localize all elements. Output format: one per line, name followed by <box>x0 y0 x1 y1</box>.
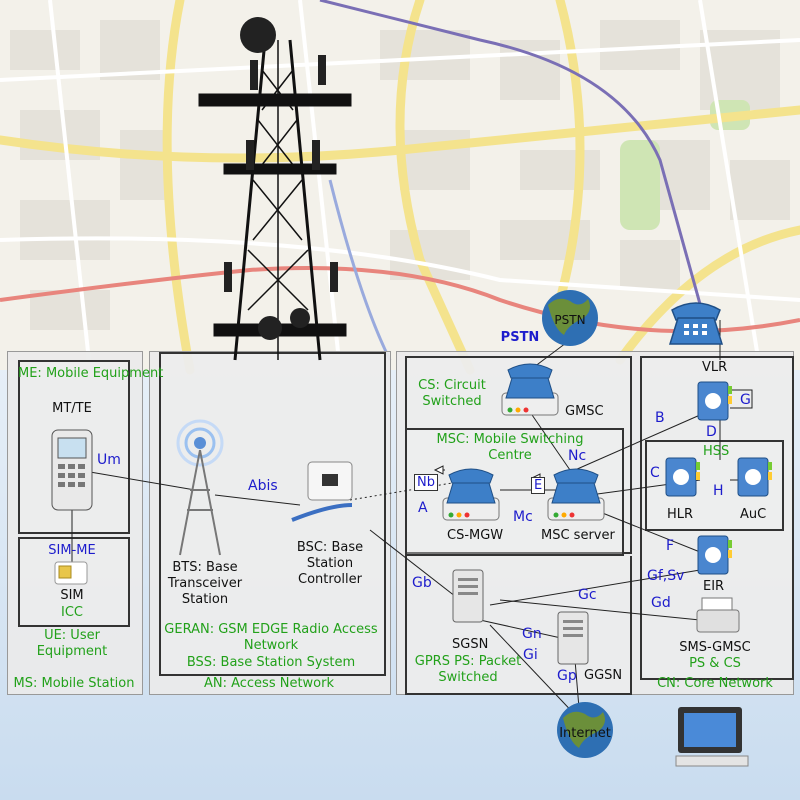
eir-label: EIR <box>703 579 725 594</box>
panel-mobile-station <box>7 351 143 695</box>
smsgmsc-printer-icon <box>696 597 740 633</box>
f-label: F <box>666 538 675 554</box>
link-a <box>349 479 471 501</box>
gc-label: Gc <box>578 587 597 603</box>
pstn-globe-icon <box>542 290 598 346</box>
link-g <box>730 389 753 409</box>
ggsn-label: GGSN <box>584 668 623 683</box>
pstn-label: PSTN <box>500 330 540 345</box>
nb-label: Nb <box>414 474 438 491</box>
d-label: D <box>706 424 717 440</box>
gb-label: Gb <box>412 575 432 591</box>
gmsc-label: GMSC <box>565 404 604 419</box>
internet-globe-icon <box>557 702 613 758</box>
me-title: ME: Mobile Equipment <box>18 366 164 381</box>
computer-icon <box>675 707 749 767</box>
mscserver-label: MSC server <box>541 528 615 543</box>
h-label: H <box>713 483 724 499</box>
gi-label: Gi <box>523 647 538 663</box>
bts-label: BTS: Base Transceiver Station <box>167 560 243 607</box>
gmsc-switch-icon <box>501 363 559 416</box>
gn-label: Gn <box>522 626 542 642</box>
box-bss <box>159 352 386 676</box>
sgsn-label: SGSN <box>452 637 489 652</box>
vlr-database-icon <box>697 381 732 421</box>
bts-icon <box>176 419 224 556</box>
mobile-phone-icon <box>51 429 93 511</box>
ggsn-server-icon <box>557 611 589 665</box>
a-label: A <box>418 500 428 516</box>
link-gf <box>489 569 701 606</box>
csmgw-label: CS-MGW <box>447 528 504 543</box>
eir-database-icon <box>697 535 732 575</box>
mscserver-switch-icon <box>547 468 605 521</box>
c-label: C <box>650 465 660 481</box>
ue-label: UE: User Equipment <box>36 628 108 659</box>
nc-label: Nc <box>568 448 587 464</box>
gfsv-label: Gf,Sv <box>647 568 685 584</box>
pstn-globe-label: PSTN <box>554 313 586 327</box>
ps-title: GPRS PS: Packet Switched <box>414 654 522 685</box>
hss-label: HSS <box>703 444 730 459</box>
link-gd <box>499 599 701 621</box>
auc-label: AuC <box>740 507 767 522</box>
um-label: Um <box>97 452 121 468</box>
sim-me-label: SIM-ME <box>48 543 96 558</box>
e-label: E <box>531 477 546 494</box>
mt-label: MT/TE <box>52 401 92 416</box>
geran-label: GERAN: GSM EDGE Radio Access Network <box>164 622 378 653</box>
link-abis <box>214 494 301 506</box>
msc-title: MSC: Mobile Switching Centre <box>436 432 584 463</box>
telephone-icon-top <box>668 302 724 345</box>
auc-database-icon <box>737 457 772 497</box>
abis-label: Abis <box>248 478 278 494</box>
link-f <box>599 511 711 557</box>
sim-card-icon <box>54 561 88 585</box>
ms-panel-title: MS: Mobile Station <box>13 676 135 691</box>
icc-label: ICC <box>61 605 83 620</box>
tower-antennas <box>224 17 338 340</box>
panel-access-network <box>149 351 391 695</box>
link-b <box>574 414 701 471</box>
cn-panel-title: CN: Core Network <box>657 676 773 691</box>
sgsn-server-icon <box>452 569 484 623</box>
box-ps-domain <box>405 556 632 695</box>
tower-illustration <box>198 39 352 361</box>
link-um <box>89 471 196 491</box>
smsgmsc-label: SMS-GMSC <box>679 640 751 655</box>
hlr-database-icon <box>665 457 700 497</box>
vlr-label: VLR <box>702 360 728 375</box>
gp-label: Gp <box>557 668 577 684</box>
an-panel-title: AN: Access Network <box>203 676 335 691</box>
mc-label: Mc <box>513 509 533 525</box>
link-gn <box>479 619 571 641</box>
link-gb <box>369 529 461 601</box>
bss-label: BSS: Base Station System <box>186 655 356 670</box>
hlr-label: HLR <box>667 507 694 522</box>
gd-label: Gd <box>651 595 671 611</box>
bsc-icon <box>291 461 353 522</box>
internet-label: Internet <box>559 726 611 741</box>
g-label: G <box>740 392 751 408</box>
cs-title: CS: Circuit Switched <box>418 378 486 409</box>
link-nc <box>529 411 571 471</box>
link-gp <box>489 624 581 721</box>
bsc-label: BSC: Base Station Controller <box>296 540 364 587</box>
sim-label: SIM <box>60 588 84 603</box>
csmgw-switch-icon <box>442 468 500 521</box>
b-label: B <box>655 410 665 426</box>
pscs-label: PS & CS <box>689 656 741 671</box>
